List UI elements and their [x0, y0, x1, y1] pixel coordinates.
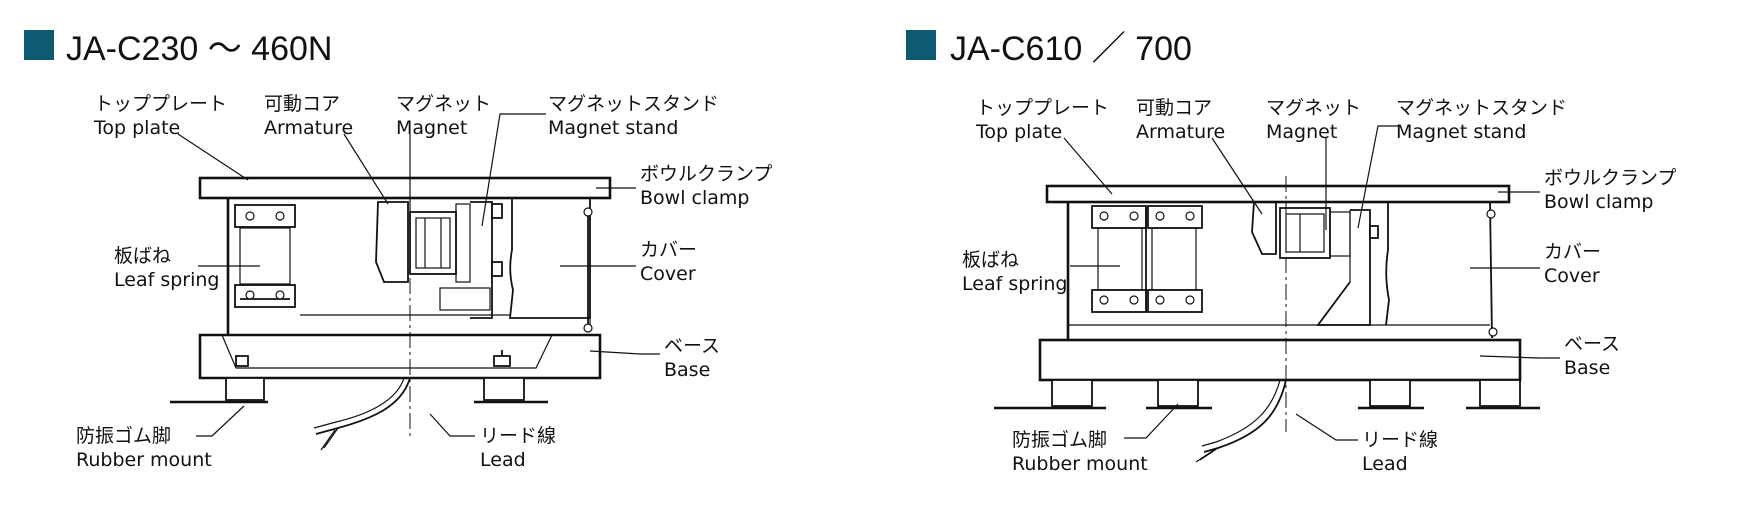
right-label-armature-en: Armature — [1136, 121, 1225, 143]
right-label-base-en: Base — [1564, 357, 1610, 379]
left-top-plate-shape — [198, 176, 612, 200]
right-label-lead-en: Lead — [1362, 453, 1408, 475]
right-label-magnet-stand-ja: マグネットスタンド — [1396, 97, 1567, 119]
left-title-marker — [24, 30, 54, 60]
left-label-top-plate-en: Top plate — [93, 117, 180, 139]
right-label-top-plate-ja: トッププレート — [976, 97, 1109, 119]
right-label-magnet-stand-en: Magnet stand — [1396, 121, 1526, 143]
left-title: JA-C230 〜 460N — [66, 30, 332, 68]
right-label-leaf-spring-en: Leaf spring — [962, 273, 1067, 295]
left-label-leaf-spring-ja: 板ばね — [114, 245, 171, 267]
right-diagram: JA-C610 ／ 700 — [906, 30, 1676, 475]
left-label-magnet-en: Magnet — [396, 117, 467, 139]
left-label-base-ja: ベース — [664, 335, 720, 357]
right-magnet-stand-shape — [1316, 209, 1379, 326]
left-label-armature-ja: 可動コア — [264, 93, 340, 115]
right-label-rubber-mount-en: Rubber mount — [1012, 453, 1148, 475]
right-label-top-plate-en: Top plate — [975, 121, 1062, 143]
left-magnet-shape — [409, 203, 471, 283]
right-rubber-mount-3 — [1358, 379, 1424, 410]
left-label-rubber-mount-ja: 防振ゴム脚 — [76, 425, 171, 447]
left-label-magnet-ja: マグネット — [396, 93, 491, 115]
left-label-armature-en: Armature — [264, 117, 353, 139]
right-lead-wire — [1203, 379, 1287, 453]
right-magnet-shape — [1279, 207, 1351, 259]
right-rubber-mount-1 — [994, 379, 1106, 410]
left-label-rubber-mount-en: Rubber mount — [76, 449, 212, 471]
left-bowl-clamp-bolt-top — [583, 207, 593, 217]
right-cover-shape — [1385, 202, 1390, 326]
right-label-lead-ja: リード線 — [1362, 429, 1438, 451]
left-leaf-spring-assembly — [234, 204, 296, 308]
right-label-leaf-spring-ja: 板ばね — [962, 249, 1019, 271]
left-label-cover-en: Cover — [640, 263, 696, 285]
left-label-top-plate-ja: トッププレート — [94, 93, 227, 115]
left-label-bowl-clamp-ja: ボウルクランプ — [640, 163, 772, 185]
right-label-bowl-clamp-ja: ボウルクランプ — [1544, 167, 1676, 189]
right-label-armature-ja: 可動コア — [1136, 97, 1212, 119]
right-bowl-clamp-bolt-bottom — [1488, 327, 1498, 337]
right-armature-shape — [1251, 201, 1277, 255]
right-leaf-spring-assembly — [1091, 205, 1203, 313]
right-title: JA-C610 ／ 700 — [950, 30, 1192, 68]
right-label-base-ja: ベース — [1564, 333, 1620, 355]
left-armature-shape — [375, 201, 409, 283]
right-top-plate-shape — [1045, 184, 1511, 204]
left-diagram: JA-C230 〜 460N — [24, 30, 772, 471]
left-lead-wire — [315, 377, 411, 435]
right-title-marker — [906, 30, 936, 60]
right-bowl-clamp-bolt-top — [1486, 209, 1496, 219]
left-label-magnet-stand-en: Magnet stand — [548, 117, 678, 139]
left-base-shape — [198, 333, 602, 380]
right-label-cover-ja: カバー — [1544, 241, 1601, 263]
right-label-cover-en: Cover — [1544, 265, 1600, 287]
right-label-magnet-en: Magnet — [1266, 121, 1337, 143]
right-label-rubber-mount-ja: 防振ゴム脚 — [1012, 429, 1107, 451]
left-cover-shape — [508, 198, 591, 319]
left-label-magnet-stand-ja: マグネットスタンド — [548, 93, 719, 115]
right-label-magnet-ja: マグネット — [1266, 97, 1361, 119]
right-label-bowl-clamp-en: Bowl clamp — [1544, 191, 1653, 213]
left-magnet-stand-shape — [439, 201, 503, 319]
right-rubber-mount-4 — [1466, 379, 1540, 410]
left-label-bowl-clamp-en: Bowl clamp — [640, 187, 749, 209]
left-label-base-en: Base — [664, 359, 710, 381]
right-rubber-mount-2 — [1146, 379, 1212, 410]
left-label-lead-en: Lead — [480, 449, 526, 471]
left-rubber-mount-2 — [474, 377, 548, 404]
left-label-cover-ja: カバー — [640, 239, 697, 261]
right-base-shape — [1038, 338, 1522, 382]
left-bowl-clamp-bolt-bottom — [583, 323, 593, 333]
left-label-leaf-spring-en: Leaf spring — [114, 269, 219, 291]
left-rubber-mount-1 — [170, 377, 268, 404]
left-label-lead-ja: リード線 — [480, 425, 556, 447]
